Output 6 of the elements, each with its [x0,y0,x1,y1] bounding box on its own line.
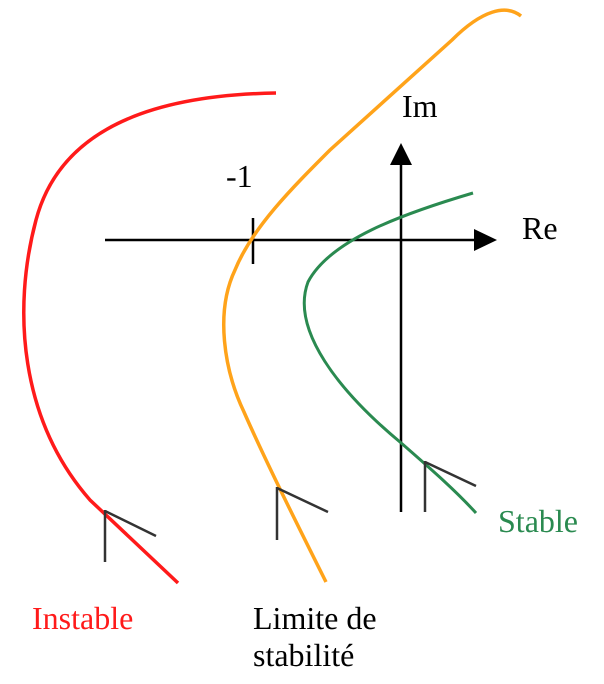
tick-label: -1 [226,158,254,195]
curve-label: Limite de stabilité [253,600,378,674]
axis-label: Im [402,88,439,125]
curve-label: Instable [32,600,134,637]
axis-label: Re [522,210,559,247]
curve-label: Stable [498,503,579,540]
